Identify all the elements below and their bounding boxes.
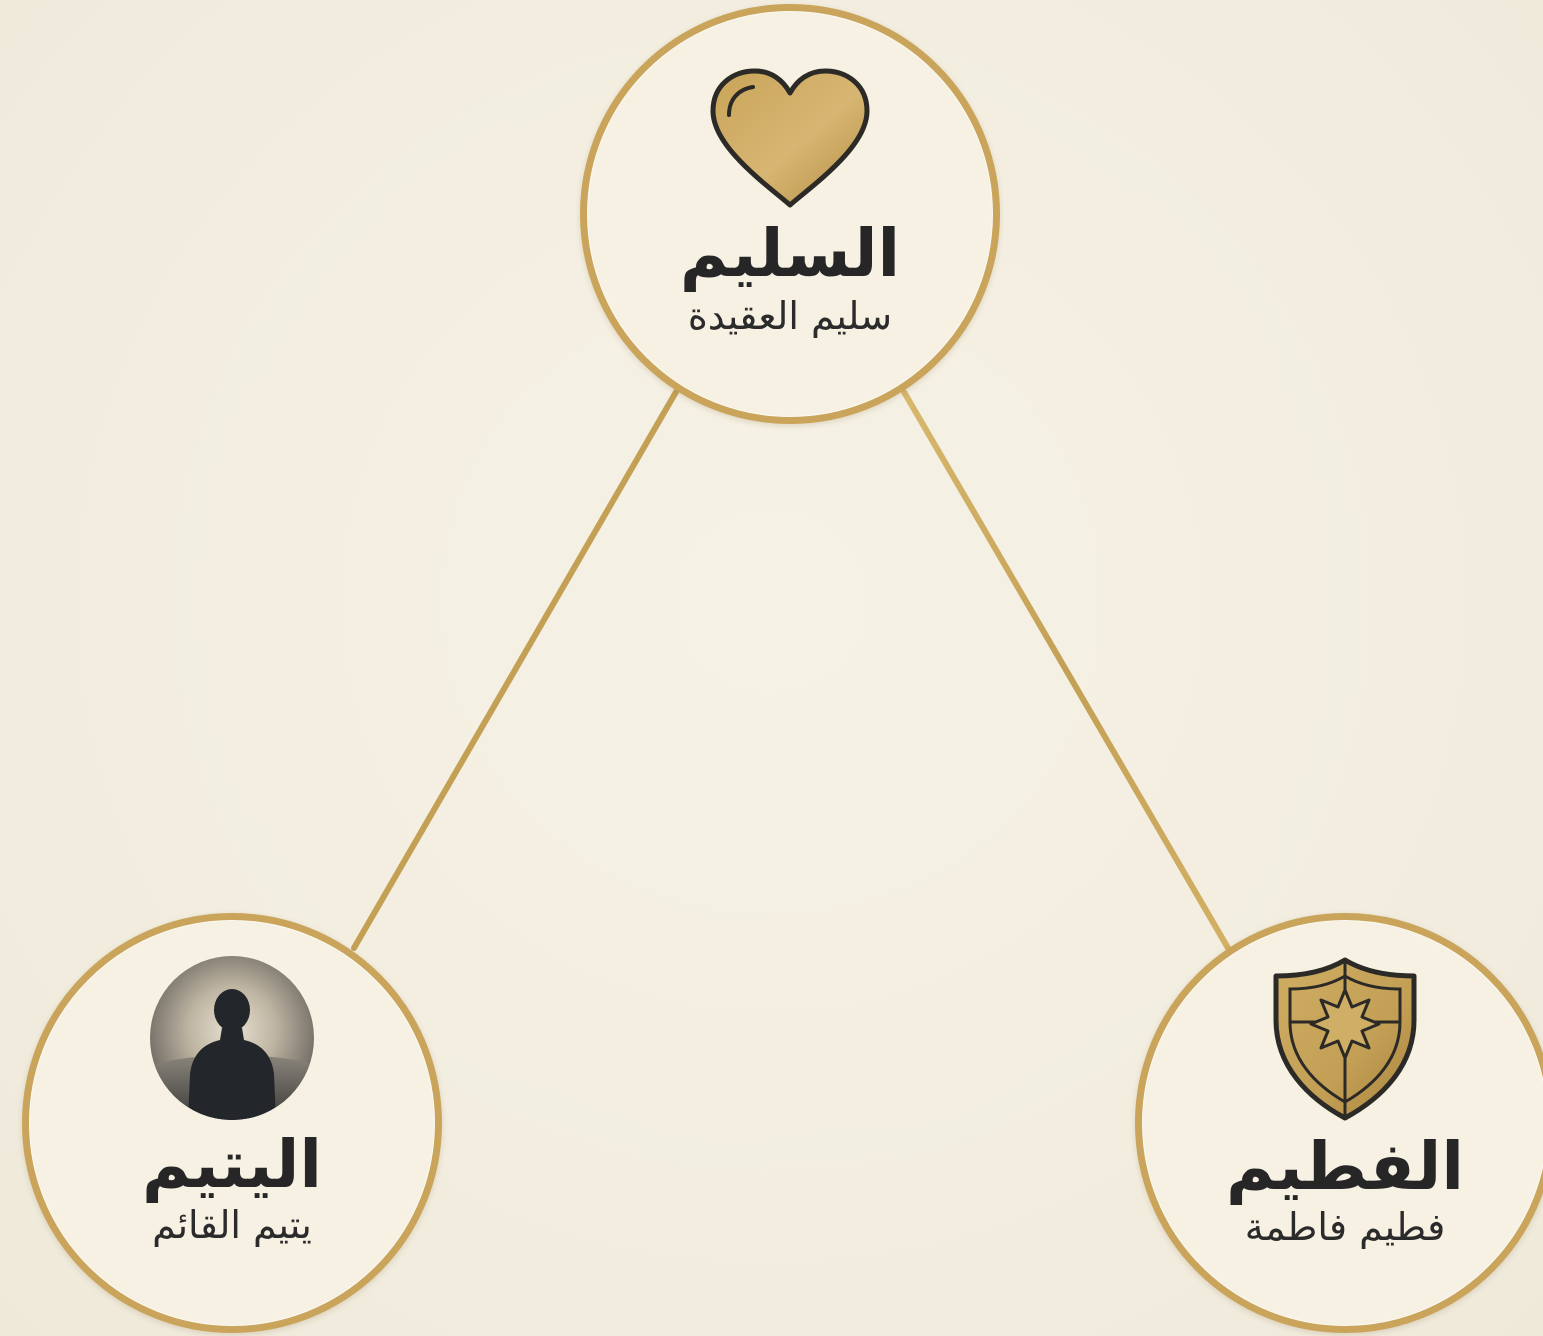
node-title: اليتيم <box>142 1126 322 1203</box>
person-silhouette-icon <box>150 956 314 1120</box>
node-subtitle: فطيم فاطمة <box>1244 1205 1446 1250</box>
node-title: الفطيم <box>1226 1128 1464 1205</box>
node-title: السليم <box>679 215 901 292</box>
person-silhouette-avatar <box>150 956 314 1120</box>
node-subtitle: يتيم القائم <box>152 1203 312 1248</box>
link-top-right <box>901 389 1231 951</box>
shield-star-icon <box>1273 957 1417 1121</box>
node-salim: السليم سليم العقيدة <box>580 4 1000 424</box>
node-subtitle: سليم العقيدة <box>687 294 893 339</box>
node-fatim: الفطيم فطيم فاطمة <box>1135 913 1543 1333</box>
heart-icon <box>710 68 870 208</box>
link-top-left <box>351 389 679 951</box>
node-yatim: اليتيم يتيم القائم <box>22 913 442 1333</box>
